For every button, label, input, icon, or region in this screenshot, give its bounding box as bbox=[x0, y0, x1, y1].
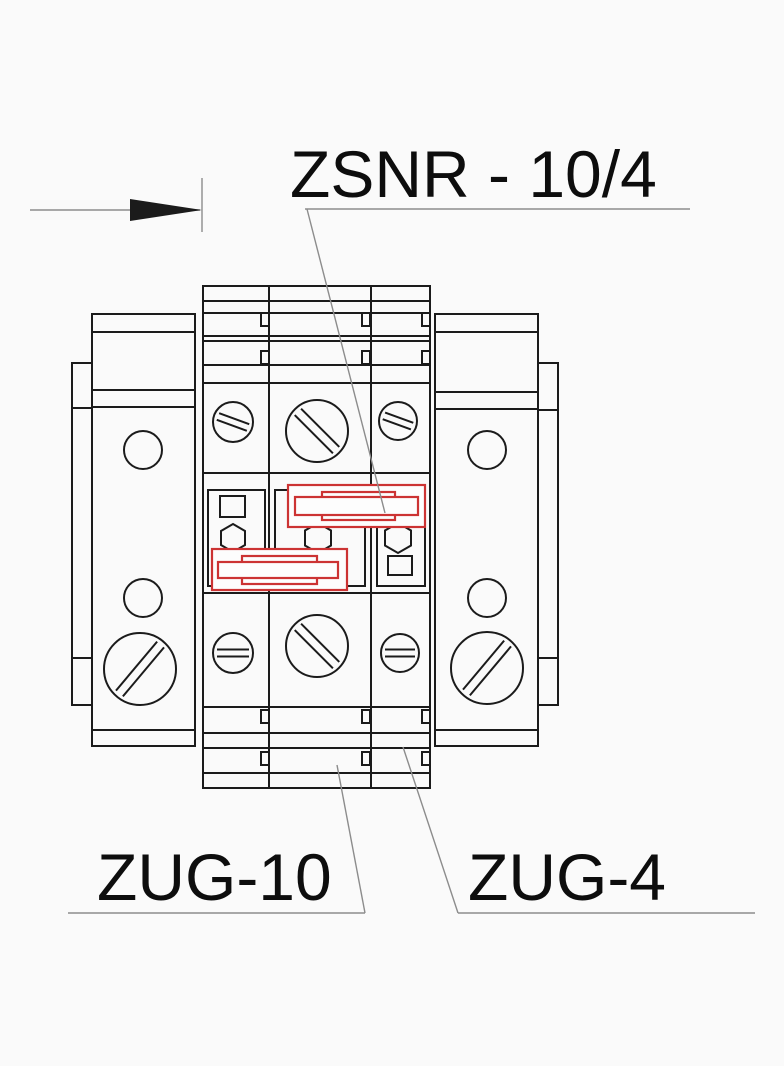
snap-notch bbox=[361, 709, 371, 724]
terminal-block-left-large bbox=[91, 313, 196, 747]
slotted-screw-icon bbox=[212, 632, 254, 674]
screw-slot bbox=[384, 411, 414, 424]
snap-notch bbox=[260, 709, 270, 724]
screw-head bbox=[285, 614, 350, 678]
snap-notch bbox=[421, 751, 431, 766]
screw-head bbox=[380, 633, 420, 673]
screw-head bbox=[102, 632, 177, 706]
screw-slot bbox=[300, 408, 340, 448]
screw-head bbox=[284, 399, 349, 463]
slotted-screw-icon bbox=[284, 399, 349, 463]
snap-notch bbox=[361, 312, 371, 327]
datum-arrow-icon bbox=[130, 199, 202, 221]
terminal-block-zug4-right bbox=[376, 400, 426, 673]
end-bracket-body bbox=[71, 362, 93, 706]
screw-slot bbox=[122, 646, 165, 698]
screw-head bbox=[377, 400, 418, 441]
snap-notch bbox=[421, 312, 431, 327]
bottom-cap-lines bbox=[203, 706, 431, 774]
snap-notch bbox=[260, 751, 270, 766]
screw-slot bbox=[218, 412, 250, 426]
wire-entry-hole bbox=[467, 578, 507, 618]
slotted-screw-icon bbox=[380, 633, 420, 673]
end-bracket-body bbox=[537, 362, 559, 706]
middle-terminal-blocks bbox=[202, 285, 431, 789]
snap-notch bbox=[361, 751, 371, 766]
middle-group-outline bbox=[202, 285, 431, 789]
screw-head bbox=[212, 401, 255, 443]
wire-entry-hole bbox=[123, 430, 163, 470]
top-cap-lines bbox=[203, 300, 431, 384]
leader-line bbox=[402, 746, 459, 914]
callout-zsnr: ZSNR - 10/4 bbox=[290, 137, 690, 514]
screw-slot bbox=[462, 639, 505, 691]
datum-arrow bbox=[30, 178, 203, 232]
callout-zug10: ZUG-10 bbox=[68, 764, 366, 914]
screw-slot bbox=[469, 645, 512, 697]
screw-head bbox=[449, 630, 524, 705]
jumper-label: ZSNR - 10/4 bbox=[290, 137, 657, 211]
screw-slot bbox=[294, 414, 334, 454]
wire-entry-hole bbox=[123, 578, 163, 618]
snap-notch bbox=[421, 709, 431, 724]
screw-slot bbox=[216, 418, 248, 432]
snap-notch bbox=[421, 350, 431, 365]
slotted-screw-icon bbox=[212, 401, 255, 443]
screw-slot bbox=[300, 623, 340, 663]
hex-nut-icon bbox=[384, 521, 412, 555]
callout-zug4: ZUG-4 bbox=[402, 746, 755, 914]
slotted-screw-icon bbox=[285, 614, 350, 678]
cross-connector-lower bbox=[210, 547, 349, 592]
jumper-bar bbox=[293, 495, 420, 517]
leader-line bbox=[336, 764, 366, 914]
side-block-label: ZUG-4 bbox=[468, 840, 666, 914]
leader-line bbox=[306, 208, 386, 514]
screw-slot bbox=[294, 629, 334, 669]
block-body bbox=[434, 313, 539, 747]
terminal-block-zug4-left bbox=[207, 401, 266, 674]
screw-head bbox=[212, 632, 254, 674]
screw-slot bbox=[115, 640, 158, 692]
snap-notch bbox=[260, 350, 270, 365]
block-body bbox=[91, 313, 196, 747]
cross-connector-upper bbox=[286, 483, 427, 529]
slotted-screw-icon bbox=[102, 632, 177, 706]
wire-entry-hole bbox=[467, 430, 507, 470]
end-bracket-right bbox=[537, 362, 559, 706]
center-block-label: ZUG-10 bbox=[97, 840, 332, 914]
screw-slot bbox=[382, 418, 412, 431]
slotted-screw-icon bbox=[449, 630, 524, 705]
snap-notch bbox=[361, 350, 371, 365]
square-socket-icon bbox=[219, 495, 246, 518]
slotted-screw-icon bbox=[377, 400, 418, 441]
hex-nut-icon bbox=[220, 522, 246, 554]
end-bracket-left bbox=[71, 362, 93, 706]
jumper-bar bbox=[216, 560, 340, 580]
square-socket-icon bbox=[387, 555, 413, 576]
snap-notch bbox=[260, 312, 270, 327]
